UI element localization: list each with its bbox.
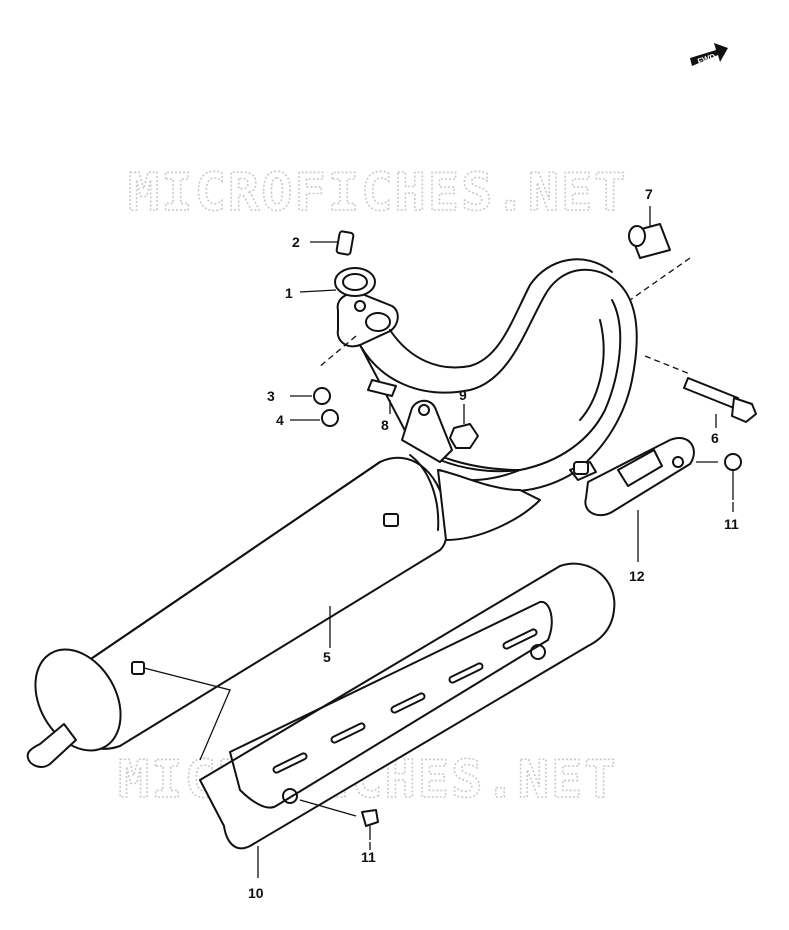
part-label-6: 6 bbox=[711, 430, 719, 446]
part-label-1: 1 bbox=[285, 285, 293, 301]
bolt-11-lower-drawing bbox=[361, 809, 379, 840]
leader-lines bbox=[257, 206, 734, 878]
washer-drawing bbox=[313, 387, 331, 405]
part-label-12: 12 bbox=[629, 568, 645, 584]
bolt-drawing bbox=[683, 377, 757, 423]
heat-shield-drawing bbox=[199, 562, 616, 850]
fwd-label: FWD bbox=[696, 52, 716, 66]
part-label-11-upper: 11 bbox=[724, 516, 739, 532]
exhaust-pipe-drawing bbox=[336, 258, 638, 493]
part-label-11-lower: 11 bbox=[361, 849, 376, 865]
part-label-10: 10 bbox=[248, 885, 264, 901]
part-label-4: 4 bbox=[276, 412, 284, 428]
collar-drawing bbox=[628, 223, 671, 259]
nut-9-drawing bbox=[449, 423, 479, 449]
stud-8-drawing bbox=[367, 379, 397, 397]
muffler-drawing bbox=[26, 454, 541, 768]
rubber-plate-drawing bbox=[584, 437, 695, 517]
part-label-2: 2 bbox=[292, 234, 300, 250]
part-label-5: 5 bbox=[323, 649, 331, 665]
part-label-7: 7 bbox=[645, 186, 653, 202]
bolt-11-upper-drawing bbox=[724, 453, 742, 500]
gasket-drawing bbox=[334, 267, 376, 297]
grommet-drawing bbox=[573, 461, 589, 475]
forward-arrow-icon: FWD bbox=[690, 43, 728, 66]
nut-drawing bbox=[321, 409, 339, 427]
part-label-9: 9 bbox=[459, 387, 467, 403]
part-label-3: 3 bbox=[267, 388, 275, 404]
part-label-8: 8 bbox=[381, 417, 389, 433]
stud-drawing bbox=[335, 230, 355, 256]
watermark-top: MICROFICHES.NET bbox=[128, 163, 628, 223]
